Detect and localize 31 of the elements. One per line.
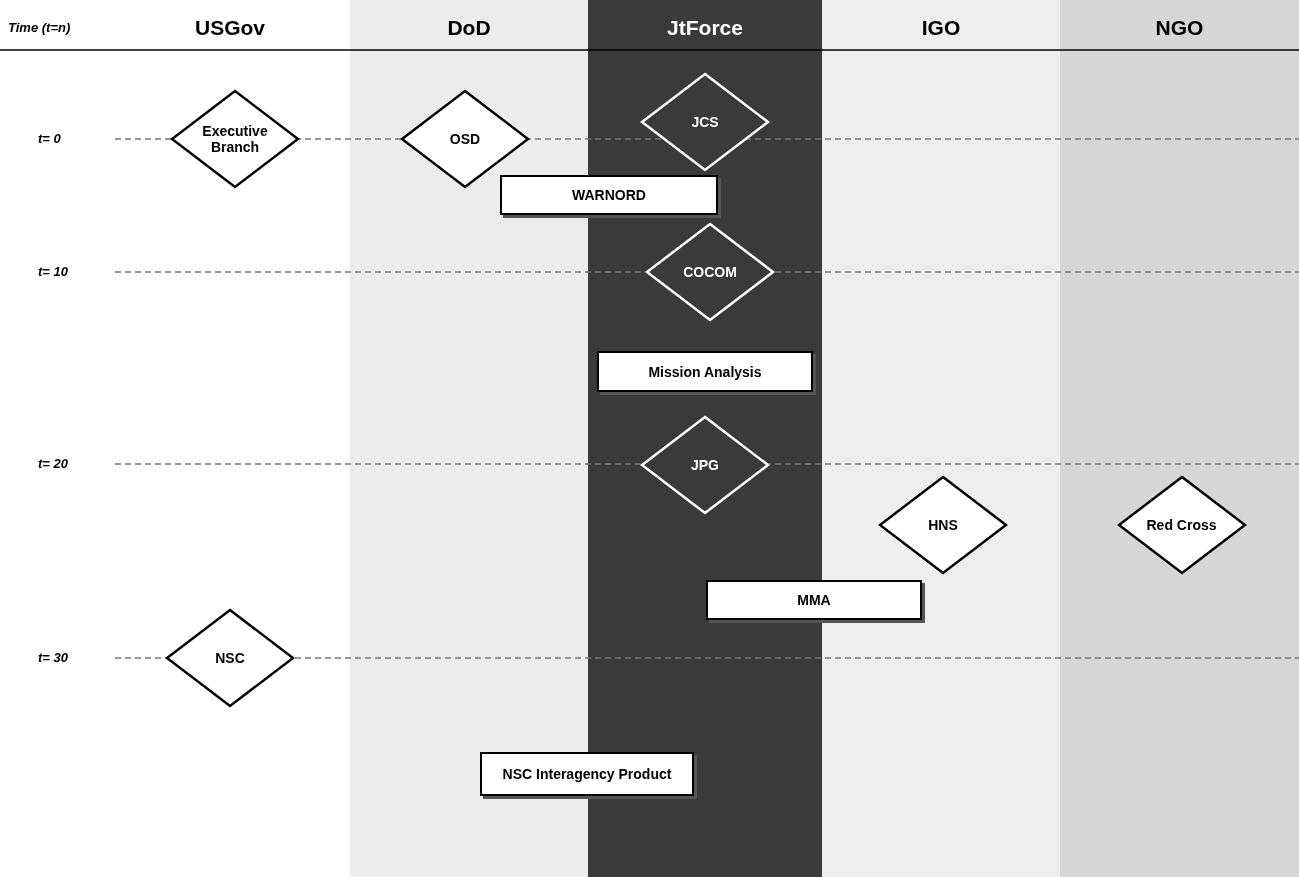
node-label: JCS (690, 114, 720, 130)
process-box: NSC Interagency Product (480, 752, 694, 796)
decision-diamond (645, 222, 775, 322)
decision-diamond (1116, 475, 1247, 575)
node-label: OSD (448, 131, 482, 147)
decision-diamond (640, 72, 770, 172)
node-label: COCOM (682, 264, 738, 280)
node-label: JPG (690, 457, 720, 473)
decision-diamond (165, 608, 295, 708)
lane-heading: NGO (1154, 16, 1205, 40)
lane-heading: IGO (920, 16, 962, 40)
decision-diamond (640, 415, 770, 515)
axis-heading: Time (t=n) (8, 20, 71, 35)
time-label: t= 0 (38, 131, 61, 146)
time-label: t= 20 (38, 456, 68, 471)
process-box: Mission Analysis (597, 351, 813, 392)
lane-heading: DoD (446, 16, 492, 40)
node-label: Executive Branch (201, 123, 269, 155)
node-label: NSC (214, 650, 246, 666)
lane-heading: USGov (194, 16, 266, 40)
node-label: Red Cross (1145, 517, 1218, 533)
process-box: WARNORD (500, 175, 718, 215)
time-label: t= 30 (38, 650, 68, 665)
process-box: MMA (706, 580, 922, 620)
decision-diamond (400, 89, 530, 189)
lane-heading: JtForce (666, 16, 744, 40)
decision-diamond (170, 89, 300, 189)
decision-diamond (878, 475, 1008, 575)
time-label: t= 10 (38, 264, 68, 279)
node-label: HNS (927, 517, 959, 533)
swimlane-band (1060, 0, 1299, 877)
